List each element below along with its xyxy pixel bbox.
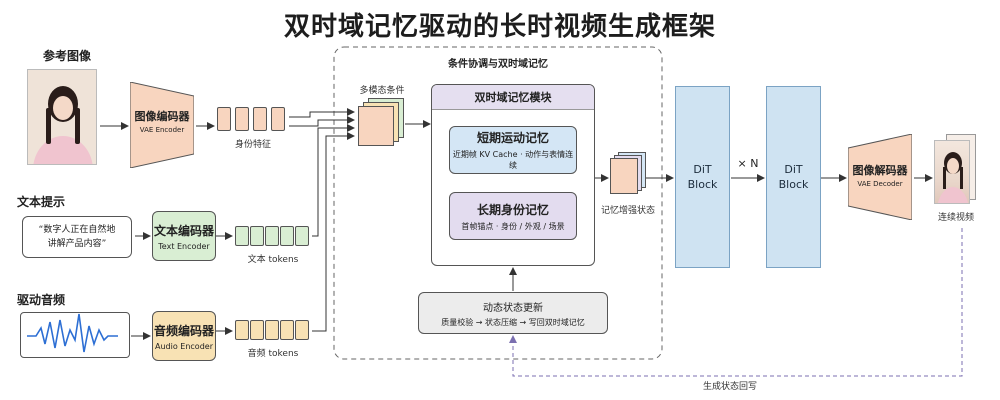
memory-region-frame	[333, 46, 663, 360]
short-memory-title: 短期运动记忆	[476, 131, 549, 145]
audio-encoder: 音频编码器 Audio Encoder	[152, 311, 216, 361]
text-token	[250, 226, 264, 246]
output-portrait-illustration	[937, 152, 969, 203]
update-desc: 质量校验 → 状态压缩 → 写回双时域记忆	[441, 317, 585, 327]
text-token-label: 文本 tokens	[247, 255, 299, 265]
multimodal-layer-front	[358, 106, 394, 146]
multimodal-label: 多模态条件	[359, 86, 405, 96]
text-token	[265, 226, 279, 246]
long-memory-title: 长期身份记忆	[476, 202, 549, 217]
audio-box	[20, 312, 130, 358]
dit1-line1: DiT	[693, 163, 712, 176]
dynamic-update-box: 动态状态更新 质量校验 → 状态压缩 → 写回双时域记忆	[418, 292, 608, 334]
output-video-label: 连续视频	[937, 213, 974, 223]
enhanced-layer-front	[610, 158, 638, 194]
image-decoder-title: 图像解码器	[852, 164, 908, 177]
audio-token	[235, 320, 249, 340]
enhanced-state-label: 记忆增强状态	[600, 206, 655, 216]
dit-block-1: DiT Block	[675, 86, 730, 268]
output-video-frame	[934, 140, 970, 204]
short-memory-desc: 近期帧 KV Cache · 动作与表情连续	[452, 150, 574, 170]
audio-waveform	[27, 313, 118, 353]
image-decoder-subtitle: VAE Decoder	[857, 180, 903, 188]
text-prompt-line1: “数字人正在自然地	[38, 225, 116, 235]
text-token	[235, 226, 249, 246]
image-encoder-subtitle: VAE Encoder	[139, 126, 185, 134]
text-encoder-subtitle: Text Encoder	[158, 241, 210, 251]
identity-token	[217, 107, 231, 131]
page-title: 双时域记忆驱动的长时视频生成框架	[283, 12, 716, 42]
reference-image	[27, 69, 97, 165]
identity-token-label: 身份特征	[234, 140, 271, 150]
identity-token	[271, 107, 285, 131]
image-decoder-shape	[848, 134, 912, 220]
text-token	[280, 226, 294, 246]
dit2-line2: Block	[778, 178, 809, 191]
image-encoder-shape	[130, 82, 194, 168]
reference-image-label: 参考图像	[43, 49, 92, 63]
text-prompt-label: 文本提示	[17, 195, 66, 209]
feedback-line	[509, 228, 963, 377]
text-encoder-title: 文本编码器	[153, 223, 214, 238]
dit2-line1: DiT	[784, 163, 803, 176]
short-term-memory: 短期运动记忆 近期帧 KV Cache · 动作与表情连续	[449, 126, 577, 174]
audio-label: 驱动音频	[17, 293, 66, 307]
update-title: 动态状态更新	[483, 302, 543, 314]
dit1-line2: Block	[687, 178, 718, 191]
audio-encoder-subtitle: Audio Encoder	[155, 341, 213, 351]
repeat-n-label: × N	[737, 157, 759, 170]
audio-token	[250, 320, 264, 340]
text-prompt-line2: 讲解产品内容”	[47, 239, 107, 249]
image-encoder-title: 图像编码器	[134, 110, 190, 123]
identity-token	[235, 107, 249, 131]
identity-token	[253, 107, 267, 131]
module-header: 双时域记忆模块	[432, 85, 594, 110]
memory-region-title: 条件协调与双时域记忆	[448, 59, 548, 70]
audio-encoder-title: 音频编码器	[153, 323, 214, 338]
text-encoder: 文本编码器 Text Encoder	[152, 211, 216, 261]
text-prompt-box: “数字人正在自然地 讲解产品内容”	[22, 216, 132, 258]
feedback-label: 生成状态回写	[702, 382, 757, 392]
text-token	[295, 226, 309, 246]
audio-token	[265, 320, 279, 340]
audio-token	[295, 320, 309, 340]
audio-token-label: 音频 tokens	[247, 349, 299, 359]
long-term-memory: 长期身份记忆 首帧锚点 · 身份 / 外观 / 场景	[449, 192, 577, 240]
portrait-illustration	[28, 70, 96, 164]
audio-token	[280, 320, 294, 340]
long-memory-desc: 首帧锚点 · 身份 / 外观 / 场景	[461, 221, 565, 231]
dit-block-2: DiT Block	[766, 86, 821, 268]
